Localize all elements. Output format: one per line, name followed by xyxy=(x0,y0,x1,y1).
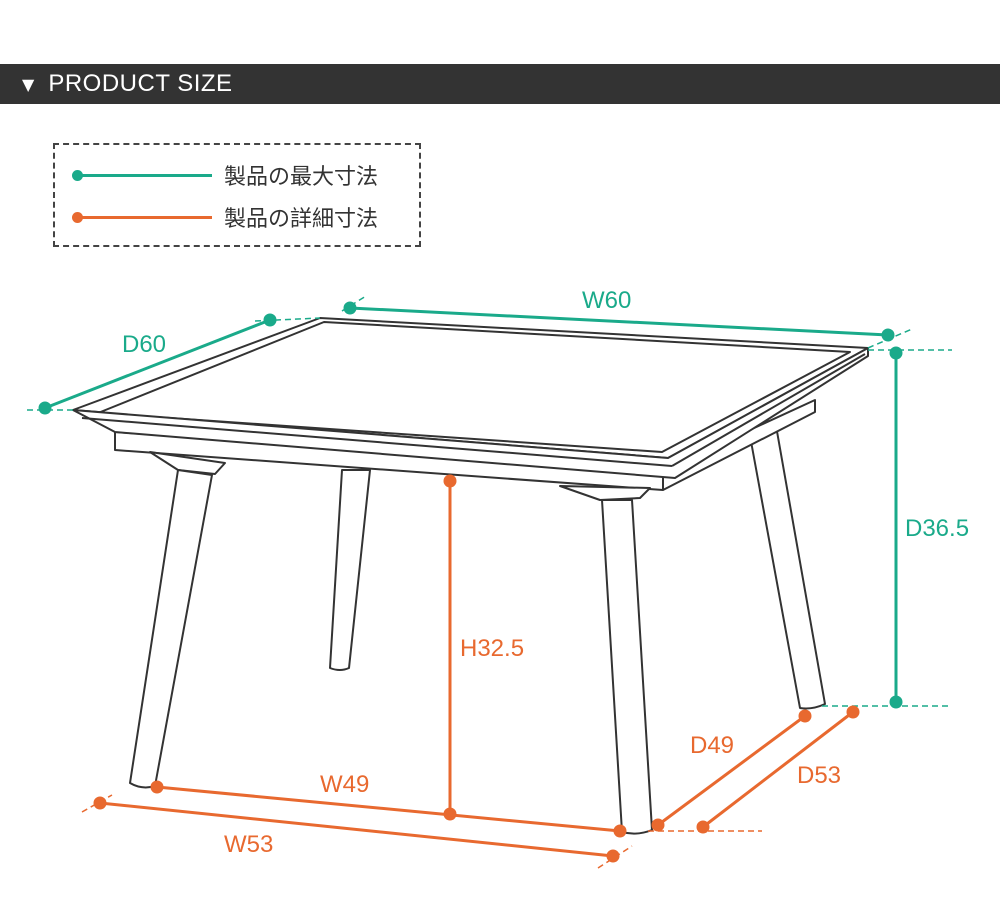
section-header: ▼ PRODUCT SIZE xyxy=(0,64,1000,104)
d49-line xyxy=(657,714,806,827)
max-dimensions xyxy=(27,295,952,709)
dimension-labels: D60 W60 D36.5 H32.5 W49 W53 D49 D53 xyxy=(122,287,969,858)
d60-line xyxy=(44,318,271,410)
tabletop-edge xyxy=(72,347,869,479)
w60-label: W60 xyxy=(582,287,631,314)
teal-line-swatch xyxy=(72,169,212,181)
back-right-leg xyxy=(747,419,826,710)
d36-5-label: D36.5 xyxy=(905,515,969,542)
corner-block xyxy=(559,485,651,501)
w49-line xyxy=(156,785,621,833)
legend-label: 製品の最大寸法 xyxy=(224,165,379,190)
d49-label: D49 xyxy=(690,732,734,759)
detail-dimensions xyxy=(81,474,860,869)
tabletop-inner xyxy=(97,321,851,453)
legend-item-max: 製品の最大寸法 xyxy=(72,160,379,190)
orange-line-swatch xyxy=(72,211,212,223)
legend-item-detail: 製品の詳細寸法 xyxy=(72,202,379,232)
triangle-down-icon: ▼ xyxy=(22,74,35,94)
w53-label: W53 xyxy=(224,831,273,858)
front-left-leg xyxy=(129,469,213,789)
corner-block xyxy=(149,451,226,475)
legend: 製品の最大寸法 製品の詳細寸法 xyxy=(53,143,421,247)
table-drawing xyxy=(72,317,869,835)
h32-5-label: H32.5 xyxy=(460,635,524,662)
front-right-leg xyxy=(601,499,653,835)
w49-label: W49 xyxy=(320,771,369,798)
d60-label: D60 xyxy=(122,331,166,358)
d53-label: D53 xyxy=(797,762,841,789)
back-left-leg xyxy=(329,469,371,671)
legend-label: 製品の詳細寸法 xyxy=(224,207,379,232)
w60-line xyxy=(349,306,889,337)
d53-line xyxy=(702,710,854,829)
section-title: PRODUCT SIZE xyxy=(48,70,233,97)
w53-line xyxy=(99,801,614,858)
